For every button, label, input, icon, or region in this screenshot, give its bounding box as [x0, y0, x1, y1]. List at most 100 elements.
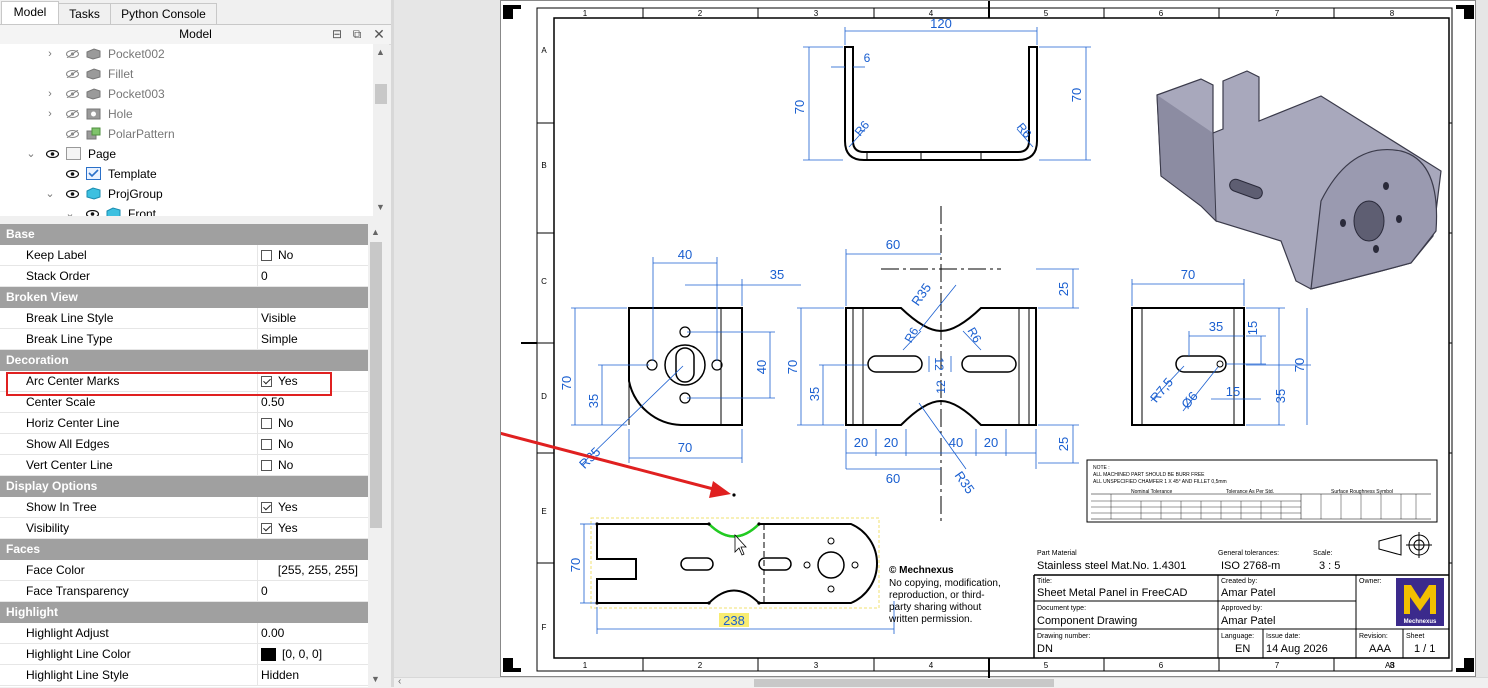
tree-scroll-thumb[interactable]	[375, 84, 387, 104]
tab-model[interactable]: Model	[1, 1, 59, 25]
splitter[interactable]	[0, 216, 391, 224]
tree-item-projgroup[interactable]: ⌄ ProjGroup	[0, 184, 373, 204]
flat-pattern-view: 70 238	[568, 493, 895, 634]
hidden-eye-icon[interactable]	[66, 90, 79, 98]
prop-name: Show All Edges	[26, 437, 110, 451]
expand-arrow-icon[interactable]: ›	[48, 48, 52, 60]
drawing-sheet[interactable]: 1 2 3 4 5 6 7 8 1 2 3 4 5 6 7 8 A B C D …	[500, 0, 1476, 678]
dim-top-120: 120	[930, 16, 952, 31]
group-display-options[interactable]: Display Options	[0, 476, 368, 497]
tree-item-front[interactable]: ⌄ Front	[0, 204, 373, 216]
tree-scrollbar[interactable]: ▲ ▼	[373, 44, 389, 216]
group-base[interactable]: Base	[0, 224, 368, 245]
group-decoration[interactable]: Decoration	[0, 350, 368, 371]
tab-python-console[interactable]: Python Console	[110, 3, 217, 25]
prop-name: Face Color	[26, 563, 85, 577]
copyright-title: © Mechnexus	[889, 565, 954, 576]
properties-scroll-thumb[interactable]	[370, 242, 382, 528]
prop-value[interactable]: Visible	[261, 311, 297, 325]
properties-scrollbar[interactable]: ▲ ▼	[368, 224, 384, 687]
visible-eye-icon[interactable]	[46, 150, 59, 158]
collapse-arrow-icon[interactable]: ⌄	[65, 208, 75, 216]
visible-eye-icon[interactable]	[66, 190, 79, 198]
expand-arrow-icon[interactable]: ›	[48, 108, 52, 120]
float-panel-icon[interactable]: ⧉	[352, 27, 362, 41]
horizontal-scrollbar[interactable]: ‹	[394, 676, 1488, 688]
prop-value[interactable]: Simple	[261, 332, 298, 346]
prop-value[interactable]: 0	[261, 269, 268, 283]
prop-value[interactable]: 0.00	[261, 626, 285, 640]
scroll-down-icon[interactable]: ▼	[371, 674, 380, 684]
checkbox[interactable]	[261, 460, 272, 471]
hidden-eye-icon[interactable]	[66, 110, 79, 118]
prop-value[interactable]: Hidden	[261, 668, 300, 682]
checkbox-checked[interactable]	[261, 502, 272, 513]
color-swatch[interactable]	[261, 648, 276, 661]
horizontal-scroll-thumb[interactable]	[754, 679, 1054, 687]
tree-item-template[interactable]: Template	[0, 164, 373, 184]
pocket-feature-icon	[86, 48, 101, 60]
collapse-arrow-icon[interactable]: ⌄	[45, 188, 55, 200]
prop-face-color[interactable]: Face Color [255, 255, 255]	[0, 560, 368, 581]
prop-value[interactable]: 0.50	[261, 395, 285, 409]
frame-col-2: 2	[698, 9, 703, 18]
tb-language-label: Language:	[1221, 633, 1254, 640]
checkbox[interactable]	[261, 439, 272, 450]
panel-splitter[interactable]	[391, 0, 394, 687]
tb-created: Amar Patel	[1221, 587, 1275, 599]
visible-eye-icon[interactable]	[66, 170, 79, 178]
technical-drawing: 1 2 3 4 5 6 7 8 1 2 3 4 5 6 7 8 A B C D …	[501, 1, 1474, 678]
scroll-up-icon[interactable]: ▲	[376, 47, 385, 57]
close-panel-icon[interactable]: ✕	[373, 26, 385, 42]
group-highlight[interactable]: Highlight	[0, 602, 368, 623]
dim-left-40-v: 40	[754, 360, 769, 374]
prop-face-transparency[interactable]: Face Transparency 0	[0, 581, 368, 602]
checkbox[interactable]	[261, 418, 272, 429]
prop-name: Face Transparency	[26, 584, 129, 598]
checkbox[interactable]	[261, 250, 272, 261]
checkbox-checked[interactable]	[261, 523, 272, 534]
prop-value[interactable]: [255, 255, 255]	[277, 563, 358, 577]
tree-item-polarpattern[interactable]: PolarPattern	[0, 124, 373, 144]
inner-frame	[553, 17, 1450, 659]
scroll-down-icon[interactable]: ▼	[376, 202, 385, 212]
tree-item-pocket002[interactable]: › Pocket002	[0, 44, 373, 64]
dim-mid-r6-b: R6	[965, 325, 985, 346]
minimize-panel-icon[interactable]: ⊟	[331, 27, 343, 41]
tab-tasks[interactable]: Tasks	[58, 3, 111, 25]
prop-highlight-line-color[interactable]: Highlight Line Color[0, 0, 0]	[0, 644, 368, 665]
scroll-up-icon[interactable]: ▲	[371, 227, 380, 237]
prop-name: Horiz Center Line	[26, 416, 120, 430]
visible-eye-icon[interactable]	[86, 210, 99, 216]
tree-item-page[interactable]: ⌄ Page	[0, 144, 373, 164]
dim-mid-12-b: 12	[934, 380, 948, 394]
tree-item-pocket003[interactable]: › Pocket003	[0, 84, 373, 104]
tree-item-hole[interactable]: › Hole	[0, 104, 373, 124]
tb-drawing-no-label: Drawing number:	[1037, 633, 1090, 640]
hidden-eye-icon[interactable]	[66, 70, 79, 78]
hidden-eye-icon[interactable]	[66, 130, 79, 138]
collapse-arrow-icon[interactable]: ⌄	[26, 148, 36, 160]
dim-top-r6-left: R6	[852, 118, 873, 139]
hidden-eye-icon[interactable]	[66, 50, 79, 58]
checkbox-checked[interactable]	[261, 376, 272, 387]
group-faces[interactable]: Faces	[0, 539, 368, 560]
group-broken-view[interactable]: Broken View	[0, 287, 368, 308]
scroll-left-icon[interactable]: ‹	[398, 676, 402, 687]
tree-item-fillet[interactable]: Fillet	[0, 64, 373, 84]
prop-value[interactable]: 0	[261, 584, 268, 598]
expand-arrow-icon[interactable]: ›	[48, 88, 52, 100]
